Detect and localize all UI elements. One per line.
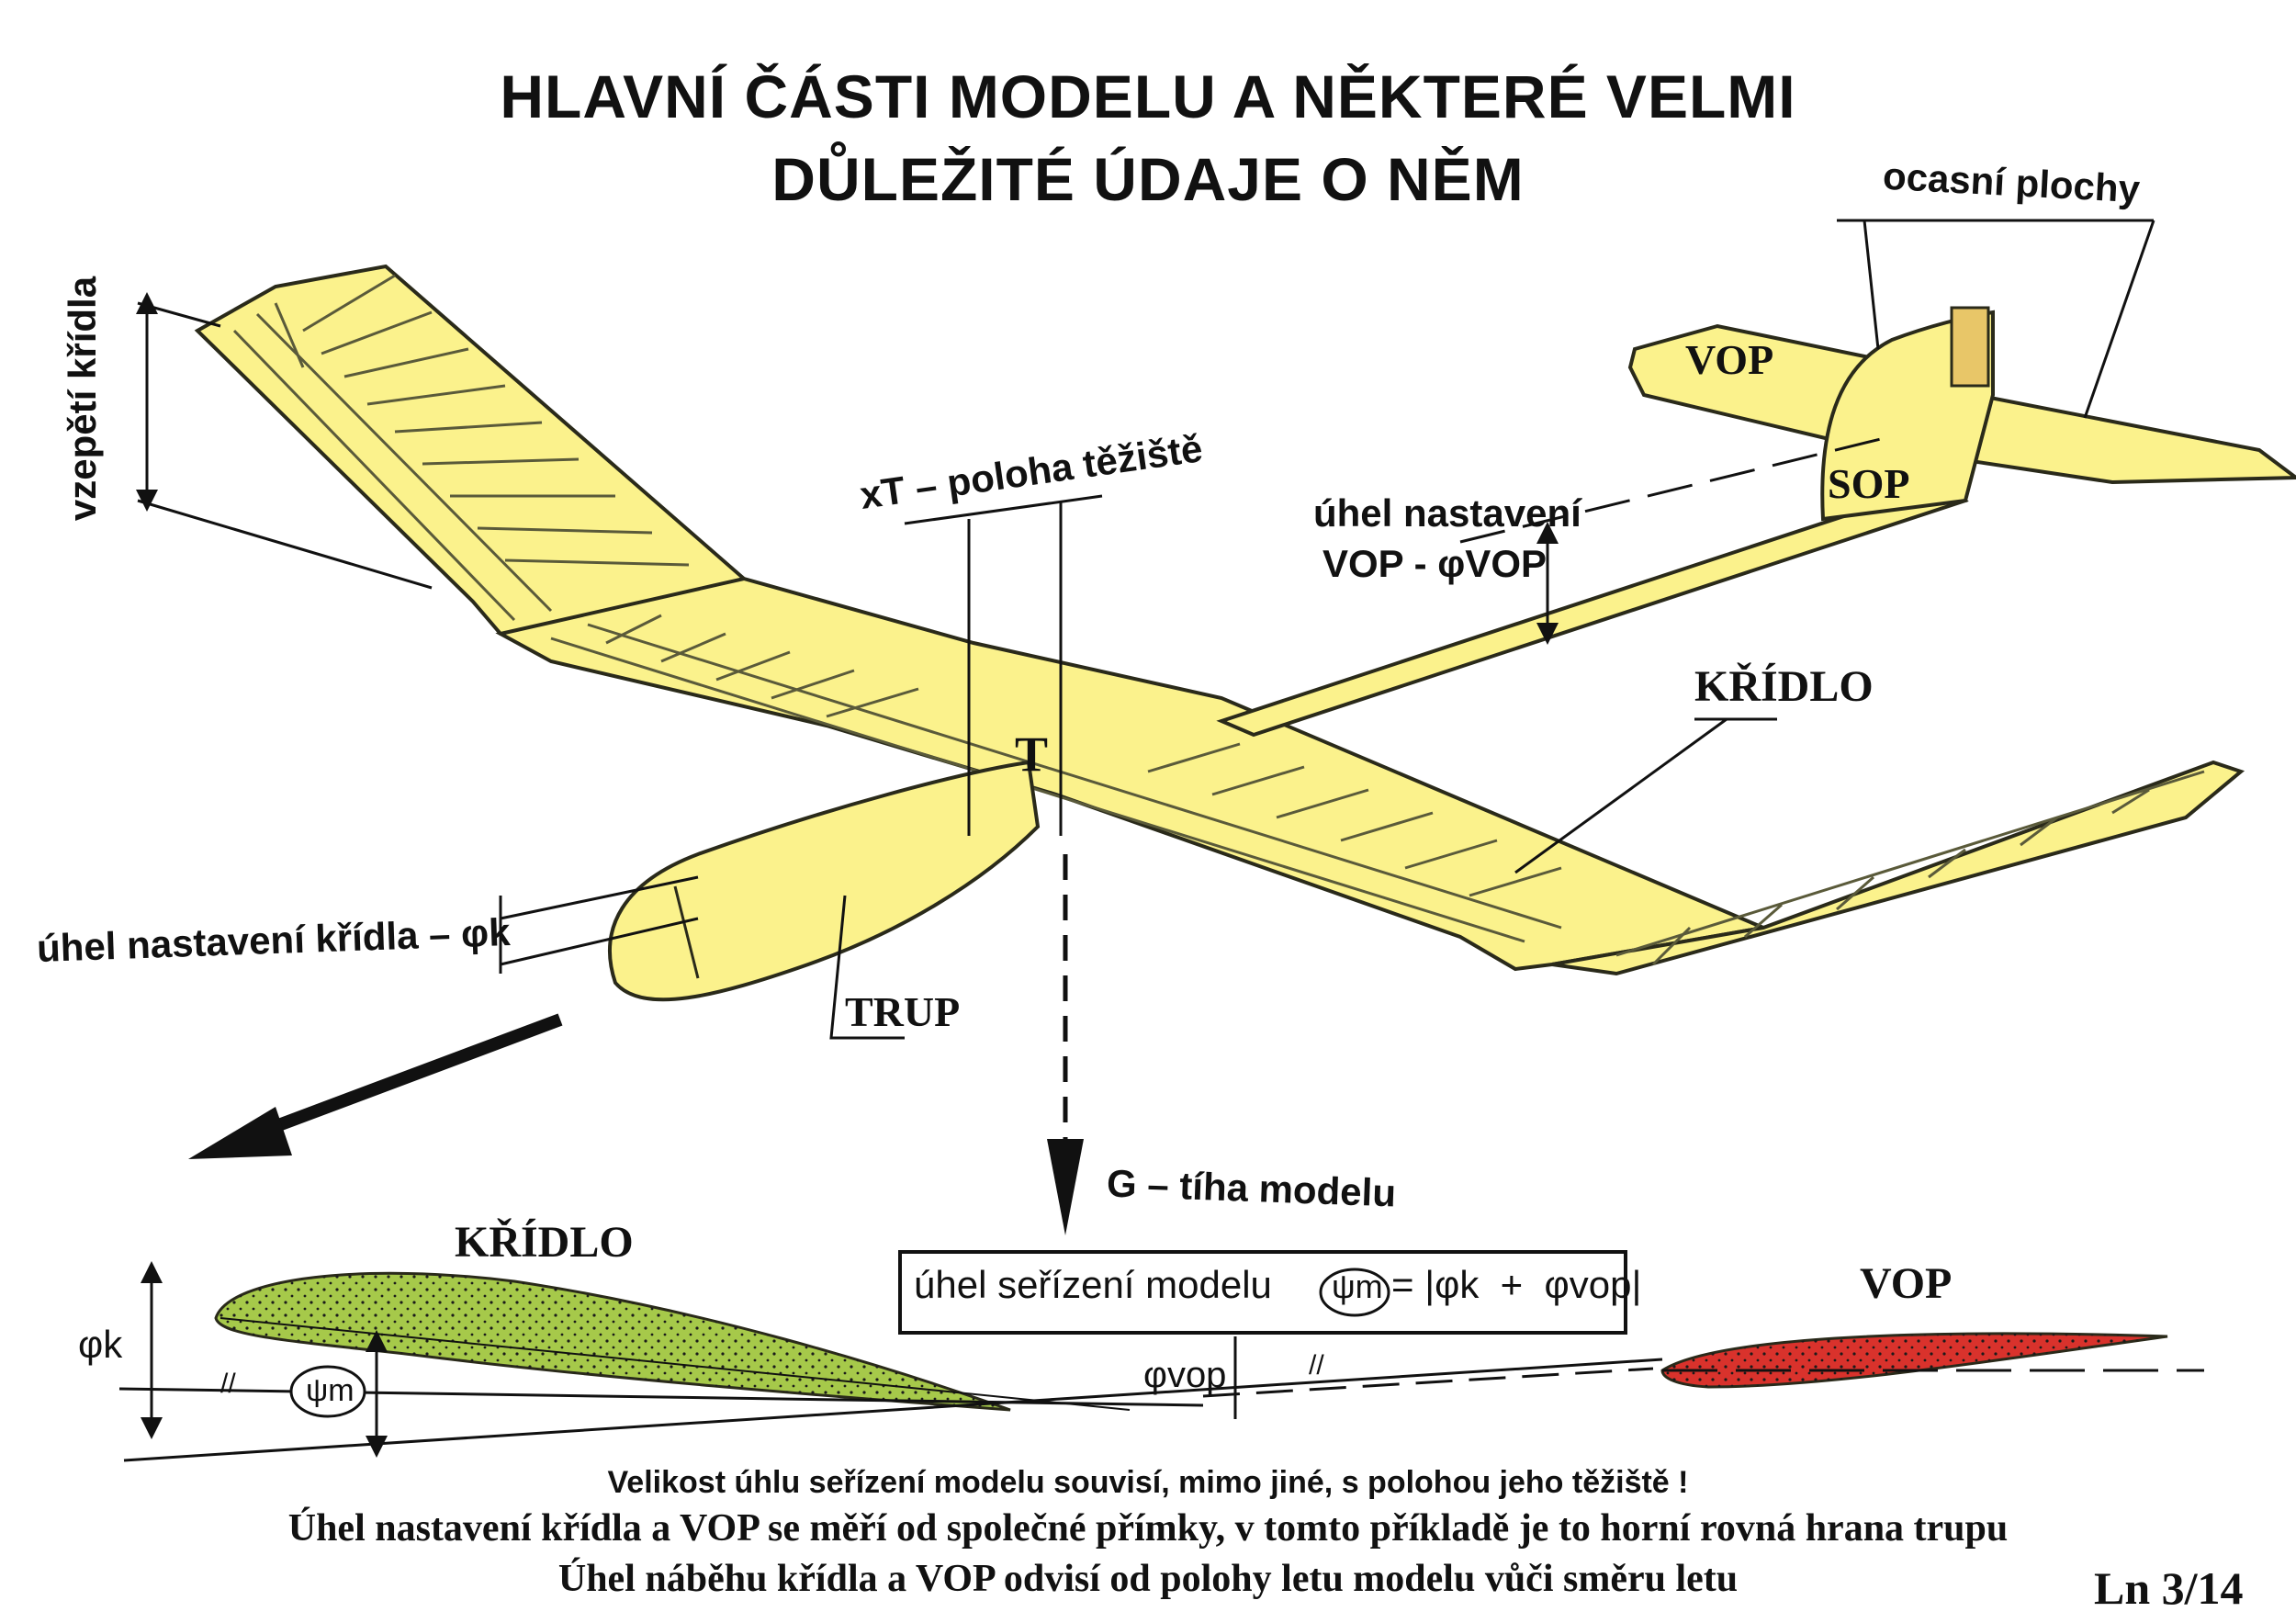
label-t-point: T <box>1015 727 1049 782</box>
label-phi-k: φk <box>78 1323 123 1366</box>
gravity-arrow <box>1047 854 1084 1235</box>
label-psi-m: ψm <box>1332 1268 1383 1305</box>
title-line-1: HLAVNÍ ČÁSTI MODELU A NĚKTERÉ VELMI <box>500 62 1796 130</box>
footer-line-1: Velikost úhlu seřízení modelu souvisí, m… <box>607 1465 1689 1500</box>
label-formula: = |φk + φvop| <box>1391 1263 1642 1306</box>
flight-direction-arrow <box>188 1013 563 1159</box>
label-trup: TRUP <box>845 988 961 1035</box>
label-psi-m-small: ψm <box>306 1373 355 1408</box>
label-phi-vop: φvop <box>1143 1355 1227 1395</box>
fuselage-pod <box>608 760 1041 1002</box>
psi-m-oval <box>289 1365 366 1418</box>
formula-box <box>898 1250 1627 1335</box>
footer-line-3: Úhel náběhu křídla a VOP odvisí od poloh… <box>557 1558 1739 1600</box>
parallel-mark-2: // <box>1309 1350 1324 1381</box>
footer-line-2: Úhel nastavení křídla a VOP se měří od s… <box>287 1507 2009 1550</box>
label-uhel-serizeni: úhel seřízení modelu <box>914 1263 1272 1306</box>
leader-lines <box>136 219 2155 1040</box>
label-vop-profile: VOP <box>1860 1259 1953 1308</box>
page-title: HLAVNÍ ČÁSTI MODELU A NĚKTERÉ VELMI DŮLE… <box>0 55 2296 220</box>
label-kridlo-top: KŘÍDLO <box>1694 662 1874 711</box>
label-uhel-vop-1: úhel nastavení <box>1313 491 1581 535</box>
profile-reference-lines <box>118 1261 2204 1462</box>
label-vop-top: VOP <box>1685 336 1774 383</box>
vop-profile <box>1660 1332 2168 1389</box>
label-uhel-vop-2: VOP - φVOP <box>1322 542 1548 585</box>
title-line-2: DŮLEŽITÉ ÚDAJE O NĚM <box>771 145 1525 213</box>
vertical-stabilizer <box>1820 306 1995 522</box>
parallel-mark-1: // <box>220 1369 236 1399</box>
label-vzepeti: vzepětí křídla <box>61 276 104 522</box>
main-wing <box>495 576 1771 972</box>
label-kridlo-profile: KŘÍDLO <box>455 1218 634 1267</box>
left-wing-tip <box>194 264 748 636</box>
right-wing-tip <box>1551 760 2245 976</box>
label-sop: SOP <box>1828 460 1910 507</box>
page-reference: Ln 3/14 <box>2094 1562 2244 1614</box>
